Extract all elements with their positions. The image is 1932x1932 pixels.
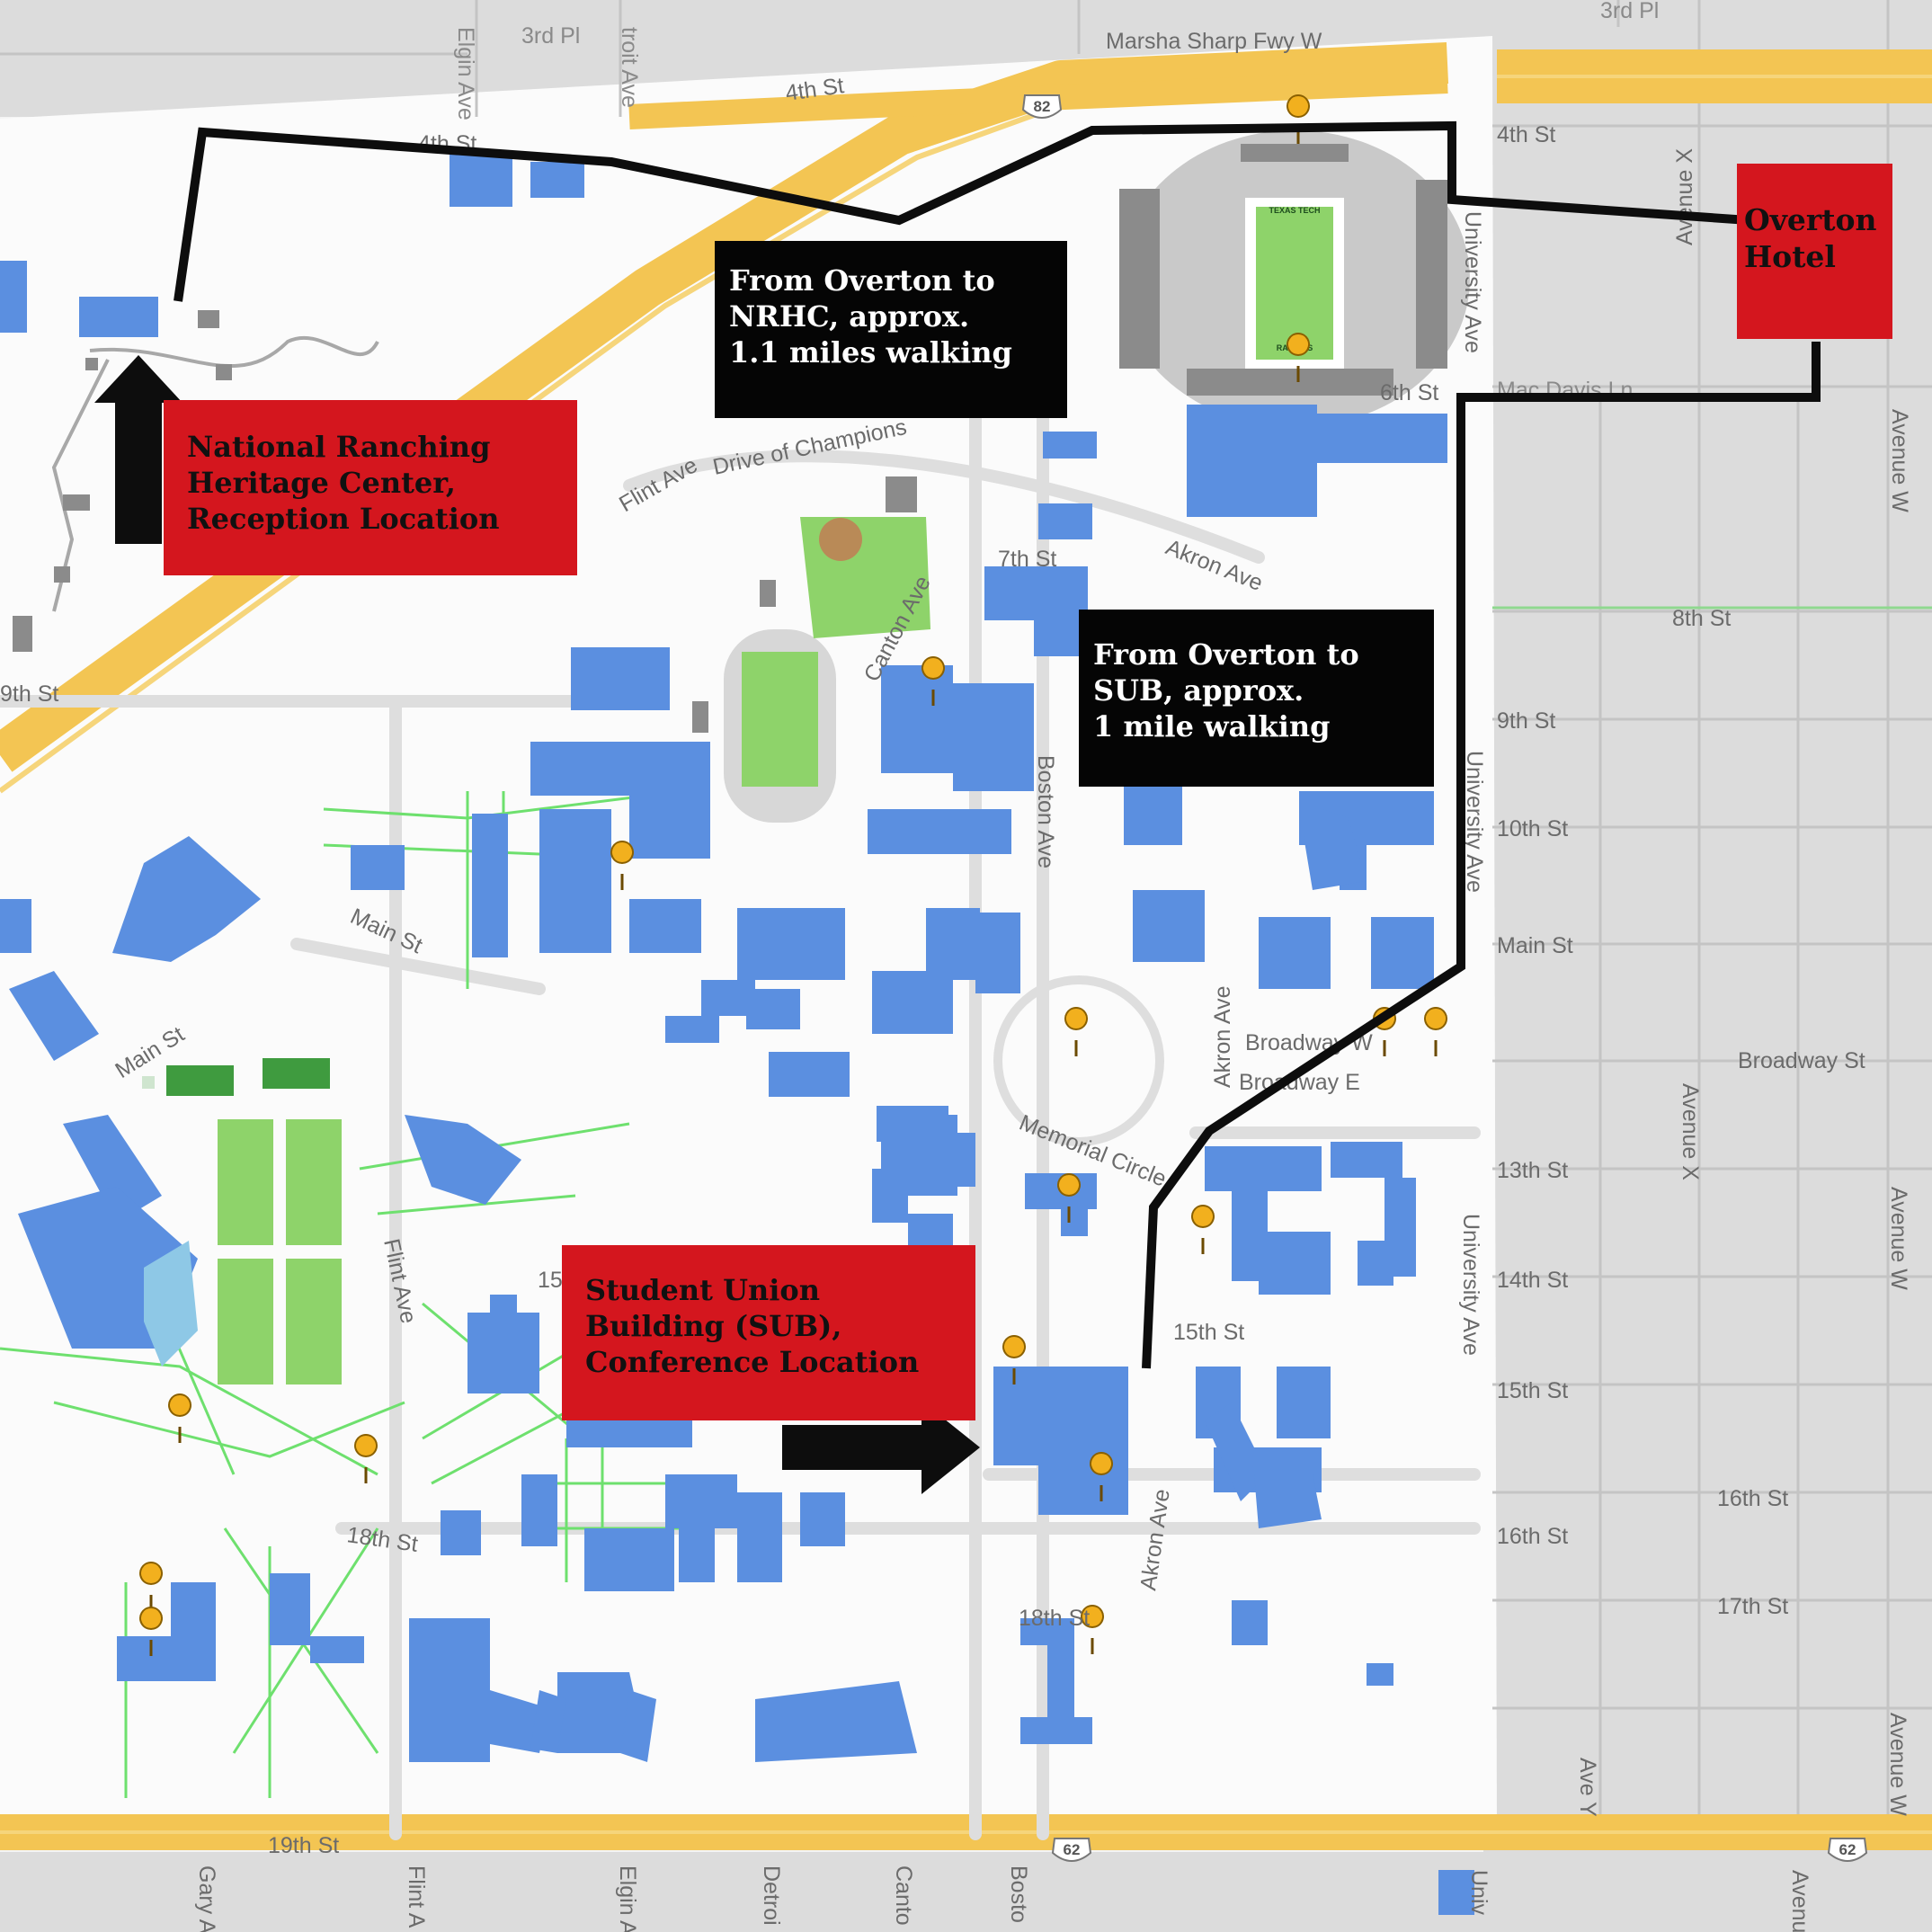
sub-label: Student Union Building (SUB), Conference… xyxy=(562,1245,975,1420)
street-label: University Ave xyxy=(1458,1214,1483,1356)
rec-center-pool xyxy=(144,1241,198,1367)
label-line: 1.1 miles walking xyxy=(729,335,1012,369)
label-line: Overton xyxy=(1744,202,1877,237)
street-label: Ave Y xyxy=(1575,1758,1600,1817)
svg-text:62: 62 xyxy=(1064,1841,1081,1858)
nrhc-small-structures xyxy=(13,310,917,733)
street-label: Avenue W xyxy=(1885,1713,1910,1816)
street-label: Akron Ave xyxy=(1210,985,1235,1088)
direction-arrows xyxy=(94,355,980,1494)
pin-icon xyxy=(1057,1173,1081,1223)
svg-text:62: 62 xyxy=(1839,1841,1856,1858)
street-label: 10th St xyxy=(1497,816,1568,841)
map-pins xyxy=(139,94,1447,1656)
pin-icon xyxy=(1064,1007,1088,1056)
street-label: 9th St xyxy=(0,681,58,707)
street-label: University Ave xyxy=(1460,211,1485,353)
north-street-grid xyxy=(0,0,1620,117)
street-label: Elgin Ave xyxy=(453,27,478,120)
pin-icon xyxy=(168,1393,191,1443)
label-line: SUB, approx. xyxy=(1093,673,1304,708)
street-label: Main St xyxy=(1497,933,1573,958)
label-line: From Overton to xyxy=(1093,637,1359,672)
street-label: 16th St xyxy=(1497,1524,1568,1549)
south-area xyxy=(0,1852,1932,1932)
street-label: 15th St xyxy=(1497,1378,1568,1403)
label-line: Student Union xyxy=(585,1273,821,1307)
street-label: 9th St xyxy=(1497,708,1555,734)
overton-to-nrhc-callout: From Overton to NRHC, approx. 1.1 miles … xyxy=(715,241,1067,418)
street-label: Boston Ave xyxy=(1033,755,1058,868)
street-label: 18th St xyxy=(1019,1606,1090,1631)
label-line: 1 mile walking xyxy=(1093,709,1331,743)
east-street-grid xyxy=(1492,0,1932,1834)
overton-to-sub-callout: From Overton to SUB, approx. 1 mile walk… xyxy=(1079,610,1434,787)
street-label: 17th St xyxy=(1717,1594,1788,1619)
street-label: Univ xyxy=(1466,1870,1491,1916)
street-label: Detroi xyxy=(759,1865,784,1926)
us62-shield-east: 62 xyxy=(1827,1838,1868,1862)
us82-shield: 82 xyxy=(1021,94,1063,119)
street-label: Canto xyxy=(891,1865,916,1926)
street-label: 15th St xyxy=(1173,1320,1244,1345)
svg-text:82: 82 xyxy=(1034,98,1051,115)
walking-route-to-sub xyxy=(1142,342,1821,1369)
street-label: Marsha Sharp Fwy W xyxy=(1106,29,1322,54)
overton-hotel-label: Overton Hotel xyxy=(1737,164,1892,339)
pin-icon xyxy=(1002,1335,1026,1384)
street-label: Avenue W xyxy=(1887,409,1912,512)
pin-icon xyxy=(1191,1205,1215,1254)
street-label: 15 xyxy=(538,1268,563,1293)
street-label: 3rd Pl xyxy=(521,23,580,49)
nineteenth-st-highway xyxy=(0,1814,1932,1850)
street-label: University Ave xyxy=(1462,751,1487,893)
street-label: Elgin A xyxy=(615,1865,640,1932)
walking-route-to-nrhc xyxy=(174,120,1749,302)
label-line: NRHC, approx. xyxy=(729,299,970,334)
street-label: 19th St xyxy=(268,1833,339,1858)
nrhc-label: National Ranching Heritage Center, Recep… xyxy=(164,400,577,575)
label-line: Reception Location xyxy=(187,502,500,536)
stadium-endzone-label-top: TEXAS TECH xyxy=(1269,206,1320,215)
street-label: 3rd Pl xyxy=(1600,0,1659,23)
pin-icon xyxy=(1081,1605,1104,1654)
pin-icon xyxy=(610,841,634,890)
street-label: Avenue X xyxy=(1678,1083,1703,1180)
pin-icon xyxy=(1424,1007,1447,1056)
street-label: 13th St xyxy=(1497,1158,1568,1183)
street-label: 16th St xyxy=(1717,1486,1788,1511)
us62-shield: 62 xyxy=(1051,1838,1092,1862)
street-label: 14th St xyxy=(1497,1268,1568,1293)
pin-icon xyxy=(1090,1452,1113,1501)
street-label: 7th St xyxy=(998,547,1056,572)
street-label: 6th St xyxy=(1380,380,1438,405)
street-label: 8th St xyxy=(1672,606,1731,631)
label-line: Hotel xyxy=(1744,239,1836,275)
street-label: Gary Av xyxy=(194,1865,219,1932)
highway-shields: 82 62 62 xyxy=(1021,94,1868,1862)
label-line: Building (SUB), xyxy=(585,1309,842,1343)
pin-icon xyxy=(139,1607,163,1656)
label-line: From Overton to xyxy=(729,263,995,298)
label-line: National Ranching xyxy=(187,430,491,464)
pin-icon xyxy=(921,656,945,706)
pin-icon xyxy=(1287,333,1310,382)
street-label: troit Ave xyxy=(617,27,642,108)
pin-icon xyxy=(354,1434,378,1483)
sports-fields xyxy=(142,517,930,1384)
label-line: Heritage Center, xyxy=(187,466,456,500)
street-label: Avenue W xyxy=(1886,1187,1911,1290)
street-label: Avenu xyxy=(1787,1870,1812,1932)
street-label: Bosto xyxy=(1006,1865,1031,1923)
label-line: Conference Location xyxy=(585,1345,920,1379)
street-label: Flint A xyxy=(404,1865,429,1928)
street-label: Broadway St xyxy=(1738,1048,1865,1073)
arrow-right-icon xyxy=(782,1401,980,1494)
campus-buildings xyxy=(0,153,1474,1915)
street-label: Avenue X xyxy=(1672,148,1697,245)
arrow-up-icon xyxy=(94,355,183,544)
street-label: 4th St xyxy=(1497,122,1555,147)
